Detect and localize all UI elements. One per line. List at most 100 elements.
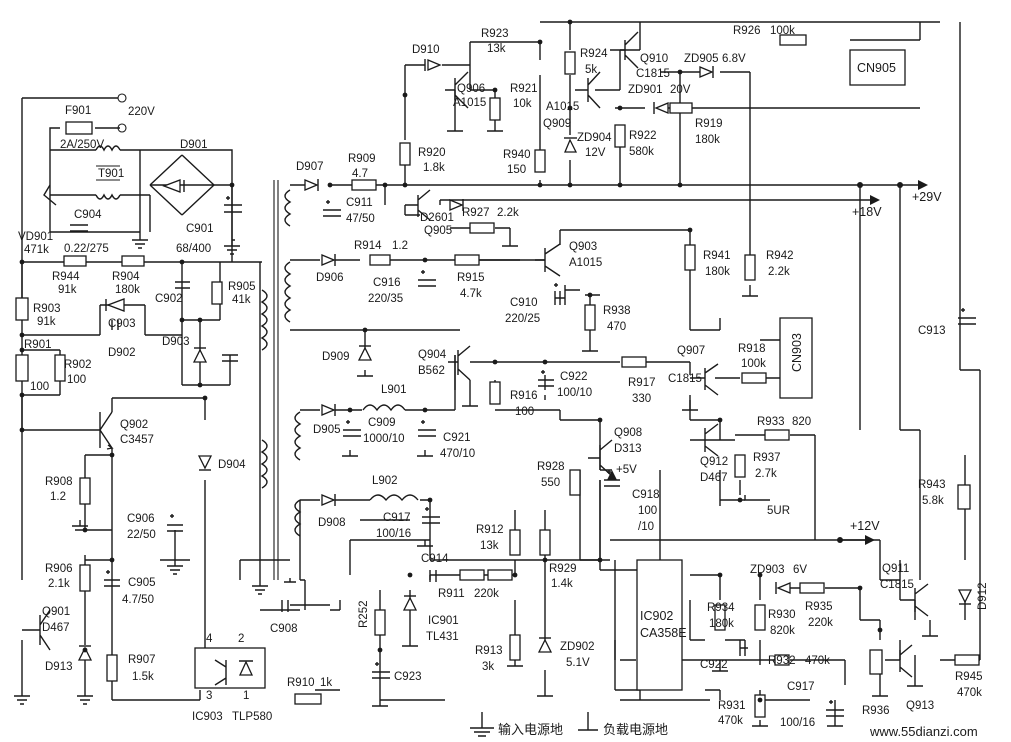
label-c921: C921: [443, 432, 471, 444]
input-ground-symbol: [470, 712, 494, 737]
label-q903-type: A1015: [569, 257, 602, 269]
label-l902: L902: [372, 475, 398, 487]
label-r938: R938: [603, 305, 631, 317]
label-29v-output: +29V: [912, 190, 942, 204]
label-r908: R908: [45, 476, 73, 488]
label-r907: R907: [128, 654, 156, 666]
legend-load-ground: 负载电源地: [603, 723, 668, 738]
label-r935-value: 220k: [808, 617, 833, 629]
label-r928: R928: [537, 461, 565, 473]
label-c911-value: 47/50: [346, 213, 375, 225]
legend-input-ground: 输入电源地: [498, 722, 563, 738]
label-ic903-type: TLP580: [232, 711, 272, 723]
label-c905-value: 4.7/50: [122, 594, 154, 606]
label-c918: C918: [632, 489, 660, 501]
label-r910: R910: [287, 677, 315, 689]
main-transformer: [260, 180, 302, 580]
label-d910: D910: [412, 44, 440, 56]
label-zd901: ZD901: [628, 84, 663, 96]
label-r938-value: 470: [607, 321, 626, 333]
label-pin4: 4: [206, 633, 213, 645]
label-q901-type: D467: [42, 622, 70, 634]
label-c913: C913: [918, 325, 946, 337]
diodes: [43, 59, 973, 661]
label-12v-output: +12V: [850, 519, 880, 533]
label-q910-type: C1815: [636, 68, 670, 80]
label-q909-type: A1015: [546, 101, 579, 113]
label-r936: R936: [862, 705, 890, 717]
inductors: [362, 404, 419, 502]
label-d905: D905: [313, 424, 341, 436]
label-q909: Q909: [543, 118, 571, 130]
label-r937-value: 2.7k: [755, 468, 777, 480]
label-c908: C908: [270, 623, 298, 635]
label-ic903: IC903: [192, 711, 223, 723]
label-pin3: 3: [206, 690, 212, 702]
label-r903-value: 91k: [37, 316, 56, 328]
label-r909: R909: [348, 153, 376, 165]
label-vd901: VD901: [18, 231, 53, 243]
label-r920: R920: [418, 147, 446, 159]
label-zd904: ZD904: [577, 132, 612, 144]
label-r934: R934: [707, 602, 735, 614]
label-d901: D901: [180, 139, 208, 151]
label-c901: C901: [186, 223, 214, 235]
label-c910-value: 220/25: [505, 313, 540, 325]
label-r908-value: 1.2: [50, 491, 66, 503]
label-r905: R905: [228, 281, 256, 293]
label-r922-value: 580k: [629, 146, 654, 158]
label-c917-value: 100/16: [376, 528, 411, 540]
label-c923: C923: [394, 671, 422, 683]
label-c916: C916: [373, 277, 401, 289]
label-r927-value: 2.2k: [497, 207, 519, 219]
label-r943: R943: [918, 479, 946, 491]
label-r918-value: 100k: [741, 358, 766, 370]
label-c903: C903: [108, 318, 136, 330]
label-ic901: IC901: [428, 615, 459, 627]
label-r913-value: 3k: [482, 661, 494, 673]
label-c902: C902: [155, 293, 183, 305]
label-r906-value: 2.1k: [48, 578, 70, 590]
label-c910: C910: [510, 297, 538, 309]
label-r919: R919: [695, 118, 723, 130]
label-r901-value: 100: [30, 381, 49, 393]
label-pin1: 1: [243, 690, 249, 702]
label-c922-top: C922: [560, 371, 588, 383]
label-r930: R930: [768, 609, 796, 621]
label-r944: R944: [52, 271, 80, 283]
label-c904-value: 0.22/275: [64, 243, 109, 255]
label-r911-value: 220k: [474, 588, 499, 600]
watermark: www.55dianzi.com: [869, 724, 978, 739]
label-q901: Q901: [42, 606, 70, 618]
label-r910-value: 1k: [320, 677, 332, 689]
label-r928-value: 550: [541, 477, 560, 489]
label-220v: 220V: [128, 106, 155, 118]
label-r917-value: 330: [632, 393, 651, 405]
label-r915: R915: [457, 272, 485, 284]
label-r914: R914: [354, 240, 382, 252]
label-q911-type: C1815: [880, 579, 914, 591]
label-zd902-value: 5.1V: [566, 657, 590, 669]
ic-boxes: [194, 49, 906, 691]
label-r942: R942: [766, 250, 794, 262]
label-r902: R902: [64, 359, 92, 371]
label-l901: L901: [381, 384, 407, 396]
label-r934-value: 180k: [709, 618, 734, 630]
label-r906: R906: [45, 563, 73, 575]
label-r943-value: 5.8k: [922, 495, 944, 507]
label-r911: R911: [438, 588, 465, 600]
label-r927: R927: [462, 207, 490, 219]
label-r912: R912: [476, 524, 504, 536]
label-r926: R926: [733, 25, 761, 37]
label-t901: T901: [98, 168, 124, 180]
label-c909: C909: [368, 417, 396, 429]
label-c911: C911: [346, 197, 373, 209]
label-q913: Q913: [906, 700, 934, 712]
resistors: [15, 34, 980, 718]
label-d2601: D2601: [420, 212, 454, 224]
label-q910: Q910: [640, 53, 668, 65]
label-zd901-value: 20V: [670, 84, 691, 96]
label-d906: D906: [316, 272, 344, 284]
label-r929-value: 1.4k: [551, 578, 573, 590]
label-ic901-type: TL431: [426, 631, 459, 643]
